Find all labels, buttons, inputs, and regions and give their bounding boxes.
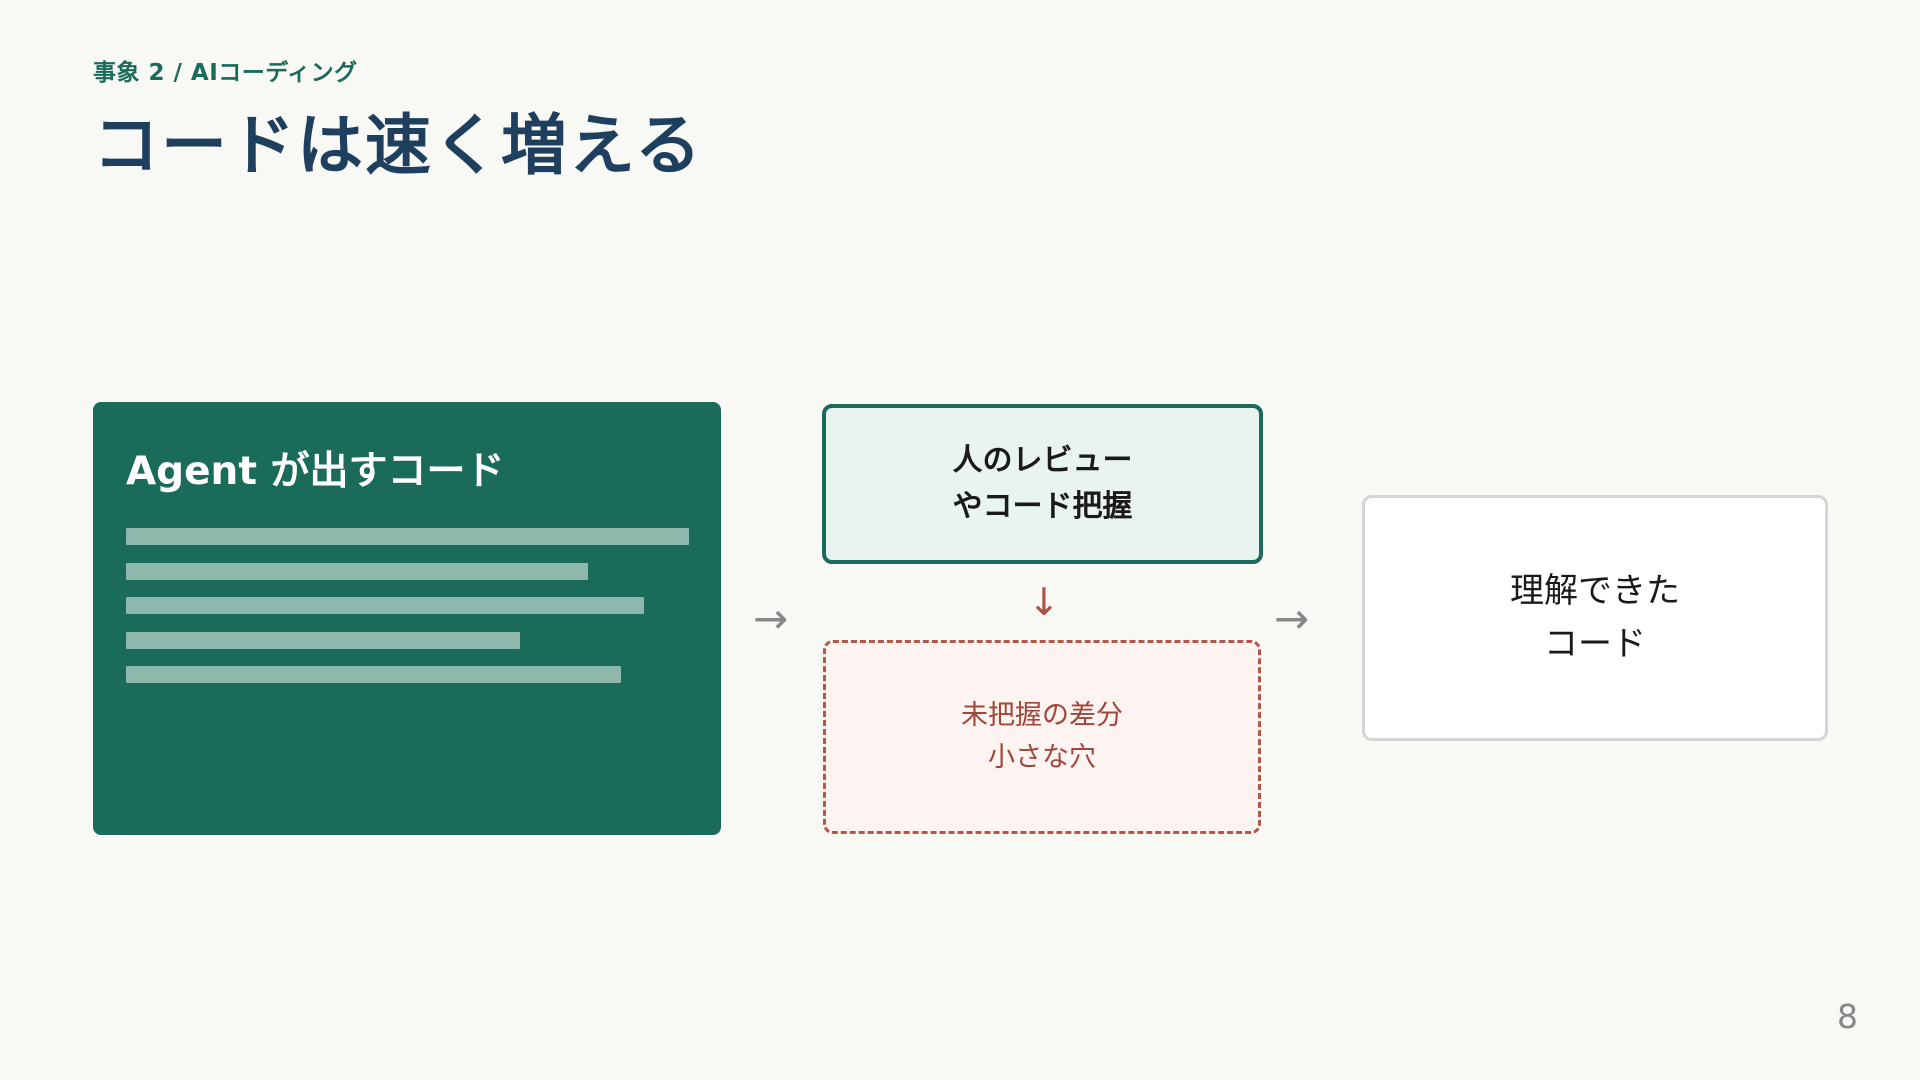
code-line [126, 666, 621, 683]
code-line [126, 562, 588, 580]
agent-code-box: Agent が出すコード [93, 402, 721, 835]
page-number: 8 [1837, 997, 1858, 1036]
result-line-1: 理解できた [1510, 571, 1680, 612]
code-line [126, 597, 644, 614]
gap-text: 未把握の差分 小さな穴 [961, 695, 1123, 779]
slide-title: コードは速く増える [93, 107, 704, 184]
review-line-2: やコード把握 [952, 489, 1133, 524]
result-box: 理解できた コード [1362, 495, 1828, 741]
review-line-1: 人のレビュー [952, 442, 1133, 478]
eyebrow-label: 事象 2 / AIコーディング [93, 60, 358, 86]
review-box: 人のレビュー やコード把握 [822, 404, 1263, 564]
gap-box: 未把握の差分 小さな穴 [823, 640, 1261, 834]
gap-line-2: 小さな穴 [988, 742, 1096, 773]
agent-code-title: Agent が出すコード [126, 449, 505, 494]
arrow-right-2: → [1274, 594, 1310, 643]
gap-line-1: 未把握の差分 [961, 700, 1123, 732]
review-text: 人のレビュー やコード把握 [953, 438, 1133, 531]
arrow-down: ↓ [1028, 580, 1060, 624]
code-line [126, 631, 520, 649]
result-text: 理解できた コード [1510, 565, 1680, 670]
code-line [126, 528, 689, 545]
result-line-2: コード [1544, 624, 1646, 664]
arrow-right-1: → [753, 594, 789, 643]
